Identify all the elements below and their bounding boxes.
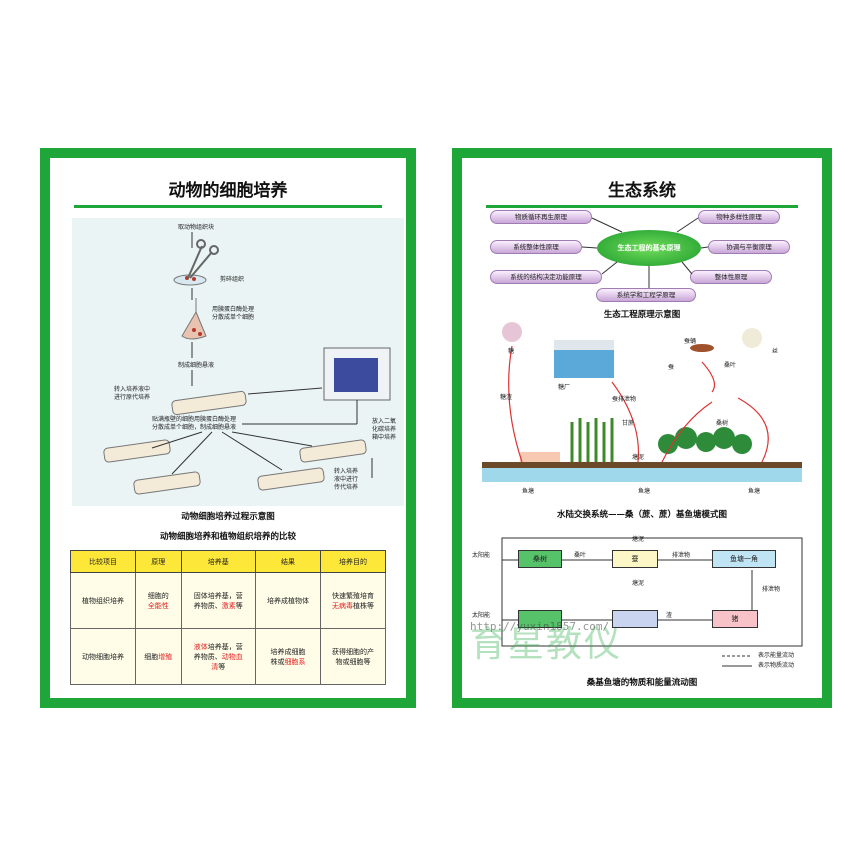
step-subculture-c: 传代培养	[334, 484, 359, 491]
flow-box-factory	[612, 610, 658, 628]
poster-inner: 生态系统 生态工程的基本原理 物质循环再生原理 物种多样性原理 系统整体性原理 …	[462, 158, 822, 698]
label-mud: 塘泥	[632, 454, 645, 461]
label-silk: 丝	[772, 348, 779, 355]
cell-animal-principle: 细胞增殖	[134, 628, 182, 685]
flow-excrement-2: 排泄物	[762, 586, 781, 593]
principle-pill: 物种多样性原理	[698, 210, 780, 224]
flow-box-fish: 鱼塘一角	[712, 550, 776, 568]
principle-pill: 协调与平衡原理	[708, 240, 790, 254]
legend-energy: 表示能量流动	[758, 652, 795, 659]
principle-center: 生态工程的基本原理	[597, 230, 701, 266]
step-passage-trypsin: 贴满瓶壁的细胞用胰蛋白酶处理	[152, 416, 237, 423]
label-cane: 甘蔗	[622, 420, 635, 427]
poster-title: 动物的细胞培养	[74, 174, 382, 208]
cell-animal-result: 培养成细胞株或细胞系	[255, 628, 322, 685]
step-passage-trypsin-b: 分散成单个细胞，制成细胞悬液	[152, 424, 237, 431]
step-subculture-b: 液中进行	[334, 476, 359, 483]
process-diagram: 取动物组织块 剪碎组织 用胰蛋白酶处理 分散成单个细胞 制成细胞悬液 转入培养液…	[72, 218, 404, 506]
principle-caption: 生态工程原理示意图	[603, 310, 681, 320]
label-factory: 糖厂	[558, 384, 571, 391]
watermark-url: http://yuxin1857.com/	[470, 620, 610, 633]
poster-ecosystem: 生态系统 生态工程的基本原理 物质循环再生原理 物种多样性原理 系统整体性原理 …	[452, 148, 832, 708]
flow-box-cane	[518, 610, 562, 628]
poster-animal-cell-culture: 动物的细胞培养	[40, 148, 416, 708]
principle-pill: 整体性原理	[690, 270, 772, 284]
step-co2-c: 箱中培养	[372, 434, 397, 441]
flow-leaf: 桑叶	[574, 552, 587, 559]
principle-pill: 系统整体性原理	[490, 240, 582, 254]
legend-matter: 表示物质流动	[758, 662, 795, 669]
fishpond-scene	[482, 322, 802, 482]
comparison-table: 比较项目 原理 培养基 结果 培养目的 植物组织培养 细胞的全能性 固体培养基，…	[70, 550, 386, 685]
header-medium: 培养基	[180, 550, 257, 573]
cell-plant-principle: 细胞的全能性	[134, 572, 182, 629]
header-result: 结果	[255, 550, 322, 573]
flow-excrement: 排泄物	[672, 552, 691, 559]
poster-title: 生态系统	[486, 174, 798, 208]
table-header-row: 比较项目 原理 培养基 结果 培养目的	[70, 550, 386, 573]
process-caption: 动物细胞培养过程示意图	[181, 512, 275, 522]
cell-animal-medium: 液体培养基，营养物质、动物血清等	[180, 628, 257, 685]
cell-plant: 植物组织培养	[70, 572, 136, 629]
flow-sun-1: 太阳能	[472, 552, 491, 559]
cell-animal-purpose: 获得细胞的产物或细胞等	[320, 628, 386, 685]
step-primary: 转入培养液中	[114, 386, 151, 393]
step-take-tissue: 取动物组织块	[178, 224, 215, 231]
step-primary-b: 进行原代培养	[114, 394, 151, 401]
step-trypsin-b: 分散成单个细胞	[212, 314, 255, 321]
flow-mud-top: 塘泥	[632, 536, 645, 543]
step-mince: 剪碎组织	[220, 276, 245, 283]
flow-sun-2: 太阳能	[472, 612, 491, 619]
flow-mud-mid: 塘泥	[632, 580, 645, 587]
cell-plant-medium: 固体培养基，营养物质、激素等	[180, 572, 257, 629]
label-residue: 糖渣	[500, 394, 513, 401]
system-caption: 水陆交换系统——桑（蔗、蔗）基鱼塘模式图	[556, 510, 727, 520]
principle-pill: 系统学和工程学原理	[596, 288, 696, 302]
principle-pill: 系统的结构决定功能原理	[490, 270, 602, 284]
label-pupa: 蚕蛹	[684, 338, 697, 345]
table-caption: 动物细胞培养和植物组织培养的比较	[159, 532, 296, 542]
label-silkworm: 蚕	[668, 364, 675, 371]
step-co2-b: 化碳培养	[372, 426, 397, 433]
table-row: 动物细胞培养 细胞增殖 液体培养基，营养物质、动物血清等 培养成细胞株或细胞系 …	[70, 628, 386, 685]
header-principle: 原理	[134, 550, 182, 573]
cell-plant-purpose: 快速繁殖培育无病毒植株等	[320, 572, 386, 629]
principle-pill: 物质循环再生原理	[490, 210, 592, 224]
flow-box-mulberry: 桑树	[518, 550, 562, 568]
poster-inner: 动物的细胞培养	[50, 158, 406, 698]
step-trypsin: 用胰蛋白酶处理	[212, 306, 255, 313]
flow-box-silkworm: 蚕	[612, 550, 658, 568]
label-pond-2: 鱼塘	[638, 488, 651, 495]
cell-animal: 动物细胞培养	[70, 628, 136, 685]
flow-box-pig: 猪	[712, 610, 758, 628]
process-illustration	[103, 232, 391, 495]
flow-caption: 桑基鱼塘的物质和能量流动图	[586, 678, 698, 688]
step-subculture-a: 转入培养	[334, 468, 359, 475]
principle-arrows	[581, 217, 709, 288]
label-pond-3: 鱼塘	[748, 488, 761, 495]
table-row: 植物组织培养 细胞的全能性 固体培养基，营养物质、激素等 培养成植物体 快速繁殖…	[70, 572, 386, 629]
header-purpose: 培养目的	[320, 550, 386, 573]
watermark-brand: 育星教仪	[470, 624, 623, 665]
header-item: 比较项目	[70, 550, 136, 573]
label-excrement: 蚕排泄物	[612, 396, 637, 403]
label-leaf: 桑叶	[724, 362, 737, 369]
flow-residue: 渣	[666, 612, 673, 619]
step-co2-a: 放入二氧	[372, 418, 397, 425]
label-mulberry: 桑树	[716, 420, 729, 427]
label-sugar: 糖	[508, 348, 515, 355]
flow-diagram	[501, 537, 803, 667]
label-pond-1: 鱼塘	[522, 488, 535, 495]
cell-plant-result: 培养成植物体	[255, 572, 322, 629]
step-suspension: 制成细胞悬液	[178, 362, 215, 369]
